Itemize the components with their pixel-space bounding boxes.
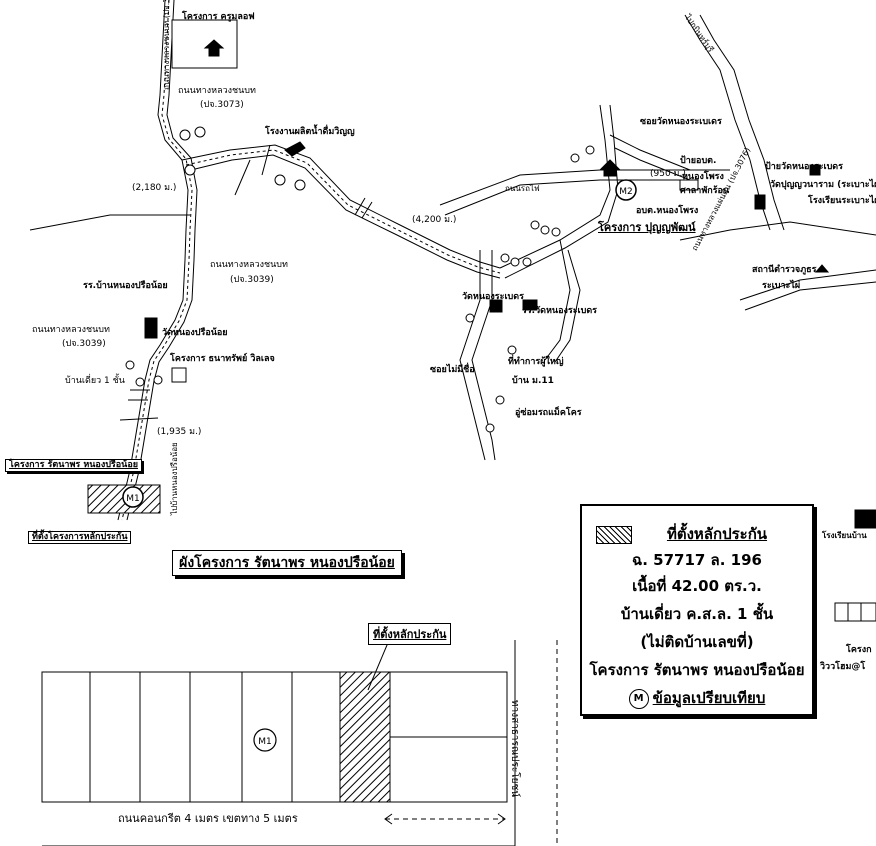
place-label: โรงเรียนระเบาะไผ่ [808,196,876,206]
site-label: ที่ตั้งโครงการหลักประกัน [28,531,132,544]
road-label: ถนนคอนกรีต 4 เมตร เขตทาง 5 เมตร [118,812,298,825]
lot-plan [41,640,558,846]
road-to-east [181,144,501,279]
distance-label: (1,935 ม.) [157,427,202,437]
place-label: บ้านเดี่ยว 1 ชั้น [65,376,125,386]
map-title: ผังโครงการ รัตนาพร หนองปรือน้อย [172,550,402,576]
collateral-callout: ที่ตั้งหลักประกัน [368,623,452,645]
place-label: ป้ายวัดหนองระเบดร [765,162,843,172]
side-road-label: ทางสาธารณประโยชน์ [509,700,520,798]
place-label: ถนนทางหลวงชนบท [210,260,288,270]
place-label: บ้าน ม.11 [512,376,554,386]
place-label: หนองโพรง [682,172,724,182]
place-label: ศาลาพักร้อน [680,186,730,196]
place-label: อบต.หนองโพรง [636,206,699,216]
place-label: สถานีตำรวจภูธร [752,265,817,275]
place-label: อู่ซ่อมรถแม็คโคร [515,408,582,418]
place-label: ถนนทางหลวงชนบท [178,86,256,96]
project-label: โครงการ รัตนาพร หนองปรือน้อย [5,459,143,472]
road-label: ถนนทางหลวงชนบท (ปจ.3073) [162,0,171,90]
distance-label: (4,200 ม.) [412,215,457,225]
m1-marker-plan: M1 [258,737,272,747]
place-label: วัดหนองระเบดร [462,292,524,302]
place-label: ป้ายอบต. [680,156,717,166]
road-direction: ไปบ้านหนองปรือน้อย [170,442,179,515]
distance-label: (950 ม.) [650,169,686,179]
legend-project: โครงการ รัตนาพร หนองปรือน้อย [589,661,805,679]
hatch-swatch [596,526,632,544]
place-label: ระเบาะไผ่ [762,281,801,291]
legend-type: บ้านเดี่ยว ค.ส.ล. 1 ชั้น [620,605,774,623]
m1-marker-map: M1 [126,494,140,504]
place-label: ซอยวัดหนองระเบเดร [640,117,722,127]
legend-heading: ที่ตั้งหลักประกัน [666,525,768,543]
place-label: โรงงานผลิตน้ำดื่มวิญญ [265,127,355,137]
highway-3073 [117,0,198,521]
place-label: ถนนทางหลวงชนบท [32,325,110,335]
place-label: โครงก [846,645,872,655]
place-label: โรงเรียนบ้าน [822,531,867,540]
place-label: วัดหนองปรือน้อย [162,328,228,338]
place-label: โครงการ ธนาทรัพย์ วิลเลจ [170,354,275,364]
place-label: โครงการ ครูมลอฟ [182,12,255,22]
secondary-roads [29,14,876,461]
place-label: (ปจ.3073) [200,100,244,110]
legend-deed: ฉ. 57717 ล. 196 [632,551,762,569]
legend-area: เนื้อที่ 42.00 ตร.ว. [632,577,762,595]
road-arrow [384,813,506,825]
place-label: วัดปุญญวนาราม (ระเบาะไผ่) [770,180,876,190]
m-marker-icon: M [628,688,649,709]
collateral-plot [339,671,391,803]
legend-number: (ไม่ติดบ้านเลขที่) [640,633,754,651]
place-label: รร.วัดหนองระเบดร [522,306,598,316]
place-label: ที่ทำการผู้ใหญ่ [508,357,564,367]
place-label: ซอยไม่มีชื่อ [430,365,475,375]
road-label: ถนนรถไฟ [505,184,540,193]
landmarks [125,19,876,622]
distance-label: (2,180 ม.) [132,183,177,193]
place-label: รร.บ้านหนองปรือน้อย [83,281,168,291]
legend: ที่ตั้งหลักประกัน ฉ. 57717 ล. 196 เนื้อท… [580,504,814,716]
project-label: โครงการ ปุญญพัฒน์ [598,221,696,234]
legend-comparison: ข้อมูลเปรียบเทียบ [652,689,766,707]
place-label: (ปจ.3039) [230,275,274,285]
place-label: วิววโฮม@โ [820,662,866,672]
place-label: (ปจ.3039) [62,339,106,349]
m2-marker-map: M2 [619,187,633,197]
